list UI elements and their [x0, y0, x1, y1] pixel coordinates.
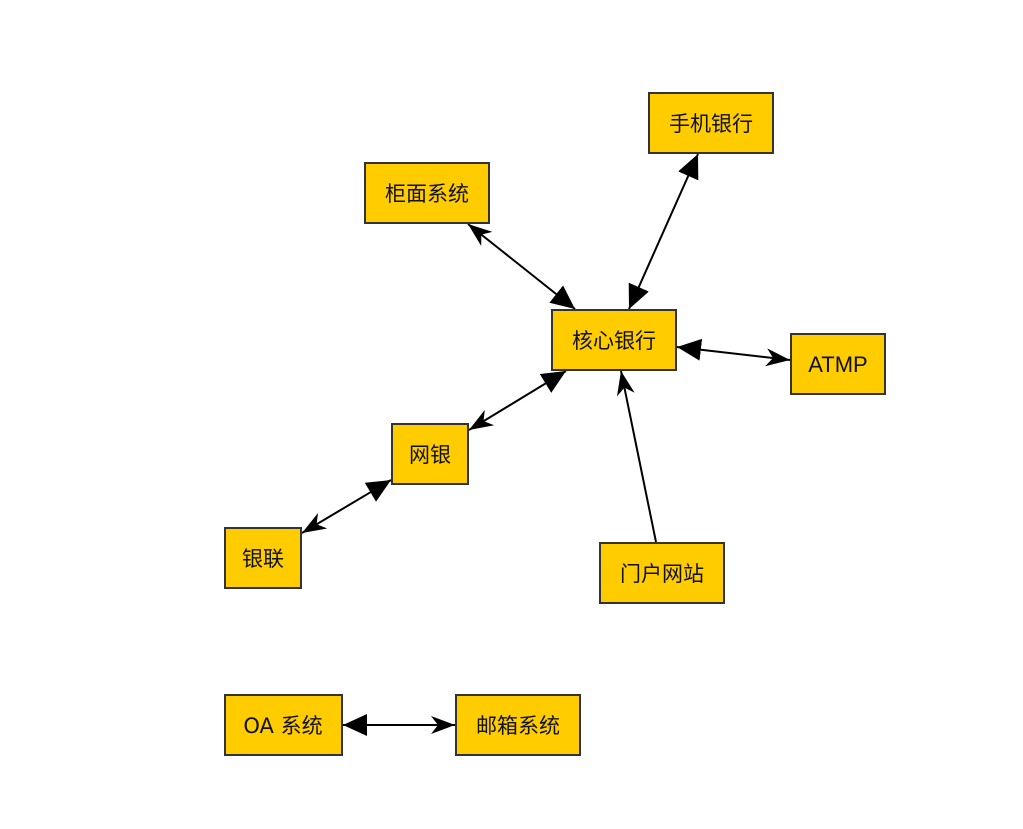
edge-unionpay-ebank [301, 479, 392, 534]
node-label: 门户网站 [620, 562, 704, 586]
edges-layer [301, 153, 791, 736]
nodes-layer: 核心银行 手机银行 柜面系统 ATMP 网银 门户网站 银联 OA 系统 [224, 92, 886, 756]
node-ebank[interactable]: 网银 [391, 423, 469, 485]
node-oa[interactable]: OA 系统 [224, 694, 343, 756]
node-mobile[interactable]: 手机银行 [648, 92, 774, 154]
node-mail[interactable]: 邮箱系统 [455, 694, 581, 756]
node-counter[interactable]: 柜面系统 [364, 162, 490, 224]
node-core[interactable]: 核心银行 [551, 309, 677, 371]
edge-counter-core [467, 223, 576, 310]
node-label: 邮箱系统 [476, 714, 560, 738]
edge-ebank-core [468, 370, 567, 431]
node-unionpay[interactable]: 银联 [224, 527, 302, 589]
node-label: 银联 [242, 547, 284, 571]
edge-mobile-core [628, 153, 699, 310]
node-label: OA 系统 [243, 714, 322, 738]
node-label: 网银 [409, 443, 451, 467]
node-portal[interactable]: 门户网站 [599, 542, 725, 604]
node-label: 核心银行 [572, 329, 656, 353]
edge-core-atmp [676, 338, 791, 367]
node-label: 手机银行 [669, 112, 753, 136]
node-label: ATMP [808, 352, 867, 377]
edge-portal-core [616, 370, 657, 543]
node-label: 柜面系统 [385, 182, 469, 206]
node-atmp[interactable]: ATMP [790, 333, 886, 395]
